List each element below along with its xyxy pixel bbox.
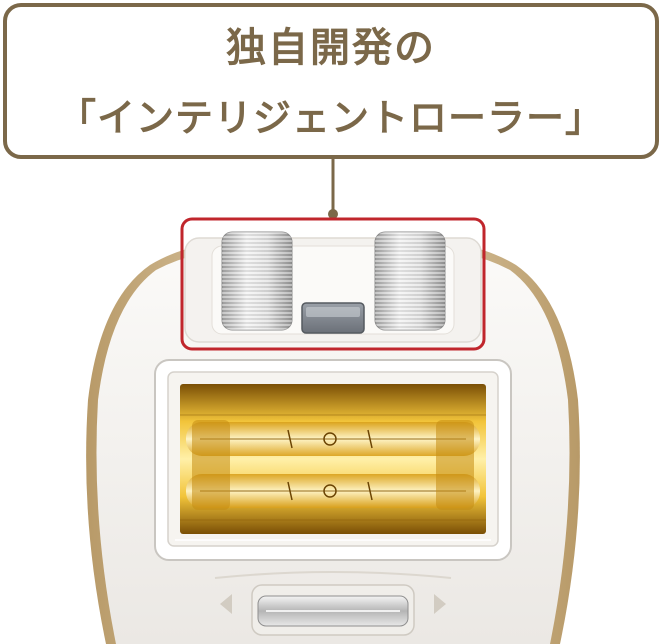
release-button-icon[interactable] <box>251 584 415 636</box>
callout-title-line1: 独自開発の <box>226 25 436 71</box>
left-roller-icon[interactable] <box>221 231 293 331</box>
callout-connector-dot <box>328 209 338 219</box>
left-arrow-icon <box>220 594 232 614</box>
right-roller-icon[interactable] <box>374 231 446 331</box>
callout-box: 独自開発の 「インテリジェントローラー」 <box>3 3 659 159</box>
right-arrow-icon <box>434 594 446 614</box>
callout-title-line2: 「インテリジェントローラー」 <box>57 96 604 140</box>
roller-highlight-frame <box>180 217 486 351</box>
flash-lamp-icon <box>180 384 486 534</box>
